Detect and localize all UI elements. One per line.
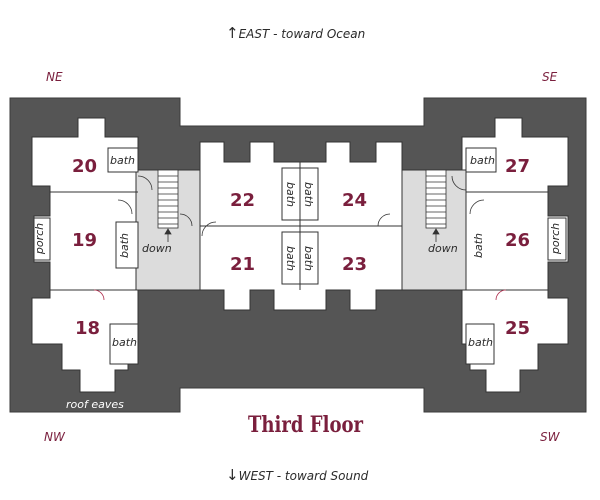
porch-boxes	[33, 217, 567, 261]
down-label-right: down	[428, 242, 458, 255]
bath-label-25: bath	[468, 336, 494, 349]
bath-label-26: bath	[472, 232, 486, 259]
floor-title: Third Floor	[248, 412, 364, 438]
down-label-left: down	[142, 242, 172, 255]
bath-boxes	[107, 147, 497, 365]
bath-label-23: bath	[302, 245, 316, 272]
east-label: ↑EAST - toward Ocean	[226, 24, 365, 42]
door-swings	[93, 175, 507, 301]
right-stairs	[425, 169, 447, 229]
room-22-number: 22	[230, 190, 255, 211]
bath-label-20: bath	[110, 154, 136, 167]
left-stairs	[157, 169, 179, 229]
room-19-number: 19	[72, 230, 97, 251]
bath-label-21: bath	[284, 245, 298, 272]
west-label-text: WEST - toward Sound	[238, 469, 369, 483]
bath-label-18: bath	[112, 336, 138, 349]
corner-nw: NW	[44, 430, 65, 444]
roof-eaves-label: roof eaves	[66, 398, 124, 411]
corner-sw: SW	[540, 430, 560, 444]
bath-label-24: bath	[302, 181, 316, 208]
room-24-number: 24	[342, 190, 367, 211]
room-25-number: 25	[505, 318, 530, 339]
porch-label-19: porch	[33, 222, 47, 255]
down-arrow-icon: ↓	[226, 466, 239, 484]
room-27-number: 27	[505, 156, 530, 177]
room-26-number: 26	[505, 230, 530, 251]
east-label-text: EAST - toward Ocean	[238, 27, 366, 41]
room-20-number: 20	[72, 156, 97, 177]
room-18-number: 18	[75, 318, 100, 339]
bath-label-19: bath	[118, 232, 132, 259]
corner-se: SE	[542, 70, 558, 84]
up-arrow-icon: ↑	[226, 24, 239, 42]
bath-label-22: bath	[284, 181, 298, 208]
west-label: ↓WEST - toward Sound	[226, 466, 368, 484]
down-arrows	[164, 228, 440, 242]
room-21-number: 21	[230, 254, 255, 275]
corner-ne: NE	[46, 70, 63, 84]
bath-label-27: bath	[470, 154, 496, 167]
porch-label-26: porch	[549, 222, 563, 255]
room-23-number: 23	[342, 254, 367, 275]
